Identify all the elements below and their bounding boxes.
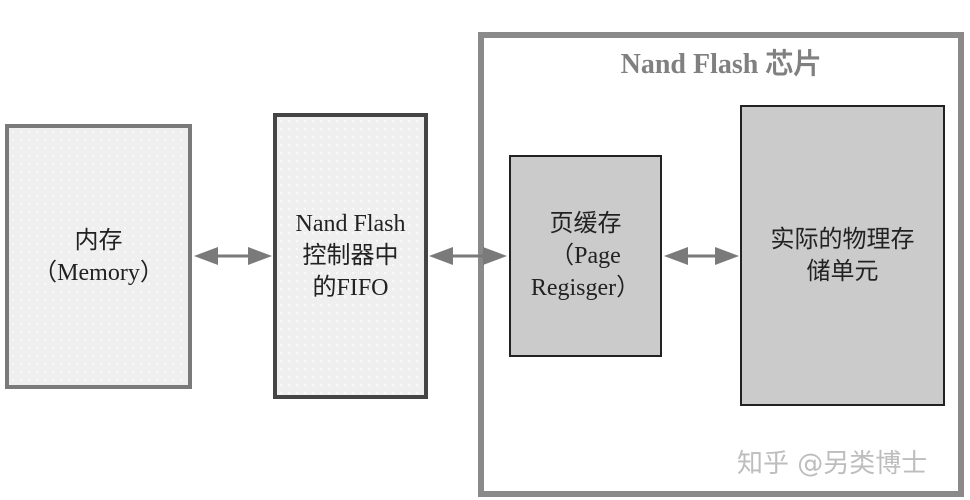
fifo-label-2: 控制器中 — [302, 243, 399, 269]
page-register-label-2: （Page — [550, 243, 621, 269]
arrow-fifo-page — [429, 247, 507, 265]
page-register-label-1: 页缓存 — [549, 211, 622, 237]
memory-label: 内存 — [74, 227, 123, 254]
physical-cells-label-1: 实际的物理存 — [770, 226, 915, 253]
fifo-label-1: Nand Flash — [295, 211, 406, 237]
chip-title: Nand Flash 芯片 — [620, 49, 822, 80]
physical-cells-box: 实际的物理存 储单元 — [740, 105, 945, 406]
arrow-memory-fifo — [194, 247, 272, 265]
arrow-page-physical — [664, 247, 739, 265]
fifo-box: Nand Flash 控制器中 的FIFO — [273, 113, 428, 399]
page-register-box: 页缓存 （Page Regisger） — [509, 155, 662, 357]
memory-sublabel: （Memory） — [33, 259, 164, 286]
fifo-label-3: 的FIFO — [312, 275, 389, 301]
watermark: 知乎 @另类博士 — [737, 449, 928, 479]
page-register-label-3: Regisger） — [530, 275, 641, 301]
physical-cells-label-2: 储单元 — [806, 258, 879, 285]
nand-flash-chip-container — [478, 32, 964, 497]
memory-box: 内存 （Memory） — [5, 124, 192, 389]
